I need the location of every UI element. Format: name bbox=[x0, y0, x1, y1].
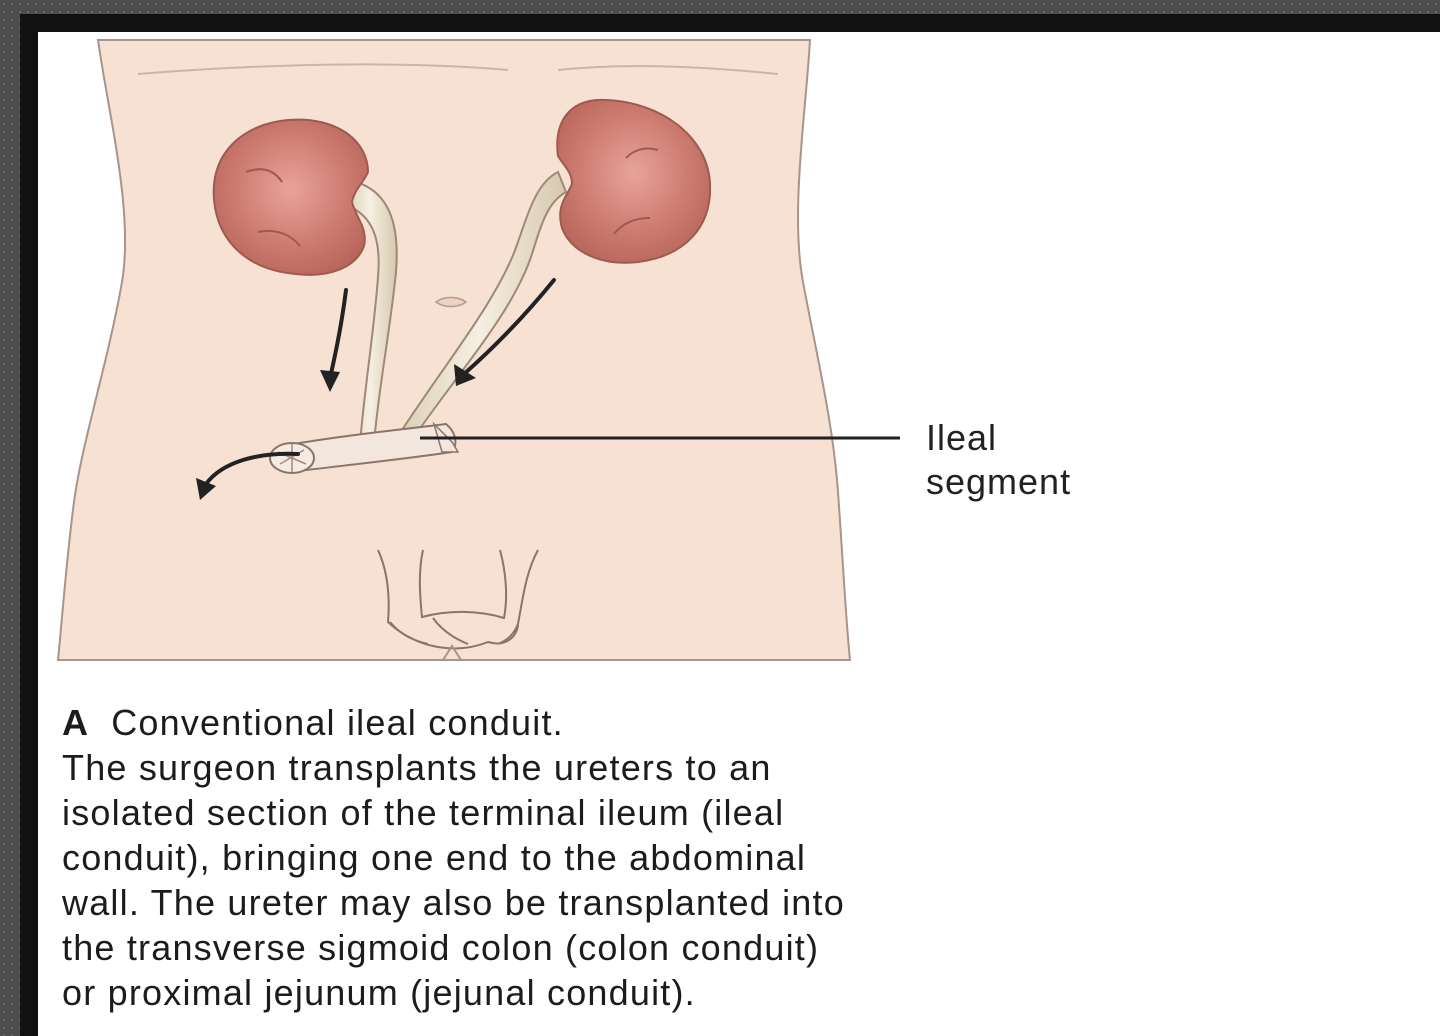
arrow-heads bbox=[196, 364, 476, 500]
caption-line: conduit), bringing one end to the abdomi… bbox=[62, 837, 807, 878]
caption-line: the transverse sigmoid colon (colon cond… bbox=[62, 927, 820, 968]
figure-panel: Ileal segment A Conventional ileal condui… bbox=[38, 32, 1440, 1036]
caption-title-line: A Conventional ileal conduit. bbox=[62, 700, 1362, 745]
ileal-segment bbox=[280, 422, 457, 474]
kidney-lobe-marks bbox=[245, 147, 659, 247]
flow-arrows bbox=[204, 278, 556, 486]
caption-letter: A bbox=[62, 702, 90, 743]
figure-caption: A Conventional ileal conduit. The surgeon… bbox=[62, 700, 1362, 1015]
chest-line bbox=[137, 63, 779, 75]
label-segment: segment bbox=[926, 461, 1072, 502]
caption-line: The surgeon transplants the ureters to a… bbox=[62, 747, 772, 788]
groin-line bbox=[442, 644, 462, 661]
navel bbox=[434, 296, 468, 308]
right-kidney bbox=[212, 118, 370, 276]
genital-outline bbox=[377, 549, 539, 650]
caption-title: Conventional ileal conduit. bbox=[111, 702, 564, 743]
caption-line: isolated section of the terminal ileum (… bbox=[62, 792, 785, 833]
caption-line: wall. The ureter may also be transplante… bbox=[62, 882, 845, 923]
anatomy-illustration bbox=[56, 39, 900, 661]
label-ileal: Ileal bbox=[926, 417, 998, 458]
caption-line: or proximal jejunum (jejunal conduit). bbox=[62, 972, 696, 1013]
torso bbox=[56, 39, 852, 661]
left-kidney bbox=[556, 98, 712, 264]
